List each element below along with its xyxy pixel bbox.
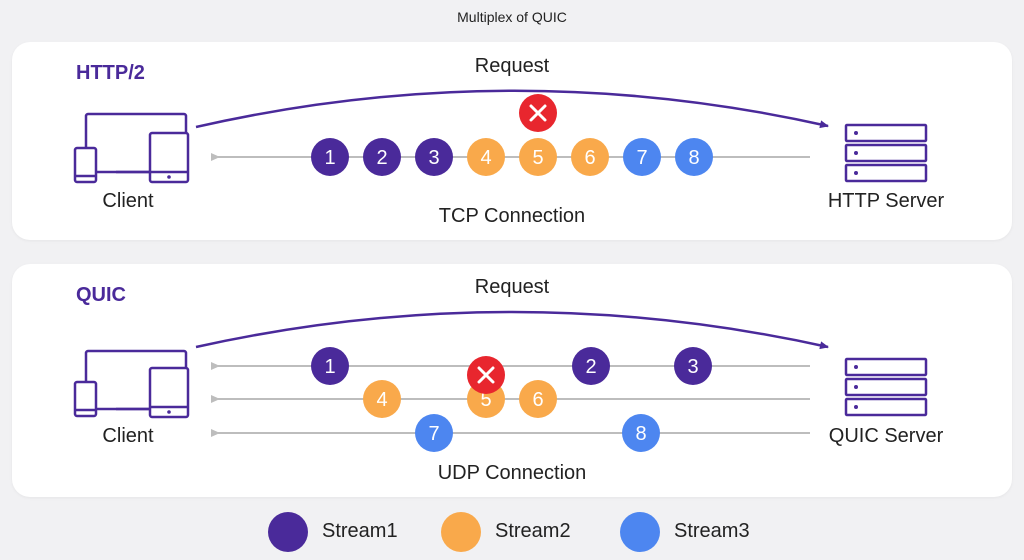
packet-circle xyxy=(571,138,609,176)
packet-label: 3 xyxy=(428,147,439,169)
http2-packet-lost-icon xyxy=(519,94,557,132)
legend-label: Stream2 xyxy=(495,520,571,542)
http2-packet: 2 xyxy=(363,138,401,176)
packet-circle xyxy=(467,138,505,176)
http2-packet: 4 xyxy=(467,138,505,176)
legend-label: Stream3 xyxy=(674,520,750,542)
packet-label: 8 xyxy=(635,423,646,445)
http2-title: HTTP/2 xyxy=(76,62,145,84)
legend: Stream1 Stream2 Stream3 xyxy=(0,510,1024,554)
http2-packet: 8 xyxy=(675,138,713,176)
packet-circle xyxy=(311,347,349,385)
packet-label: 5 xyxy=(532,147,543,169)
quic-title: QUIC xyxy=(76,284,126,306)
packet-circle xyxy=(622,414,660,452)
quic-packet: 6 xyxy=(519,380,557,418)
http2-request-arrow xyxy=(195,89,829,129)
packet-circle xyxy=(363,138,401,176)
quic-client-devices-icon xyxy=(73,349,190,419)
quic-packet: 8 xyxy=(622,414,660,452)
http2-server-icon xyxy=(844,123,928,183)
http2-packet: 1 xyxy=(311,138,349,176)
http2-client-label: Client xyxy=(102,190,154,212)
http2-client-devices-icon xyxy=(73,112,190,184)
legend-dot xyxy=(441,512,481,552)
quic-request-label: Request xyxy=(474,276,550,298)
quic-server-label: QUIC Server xyxy=(828,425,944,447)
quic-server-icon xyxy=(844,357,928,417)
quic-request-arrow xyxy=(195,310,829,350)
packet-label: 1 xyxy=(324,356,335,378)
quic-packet: 4 xyxy=(363,380,401,418)
packet-label: 2 xyxy=(376,147,387,169)
packet-label: 8 xyxy=(688,147,699,169)
quic-client-label: Client xyxy=(102,425,154,447)
tcp-connection-label: TCP Connection xyxy=(438,205,586,227)
packet-label: 6 xyxy=(532,389,543,411)
http2-server-label: HTTP Server xyxy=(827,190,945,212)
diagram-title: Multiplex of QUIC xyxy=(457,9,567,25)
packet-label: 7 xyxy=(428,423,439,445)
packet-circle xyxy=(415,138,453,176)
udp-connection-label: UDP Connection xyxy=(437,462,587,484)
http2-request-label: Request xyxy=(474,55,550,77)
http2-packet: 6 xyxy=(571,138,609,176)
packet-label: 4 xyxy=(480,147,491,169)
diagram-canvas: 1 2 3 4 5 6 7 8 1 2 3 xyxy=(73,89,928,452)
packet-circle xyxy=(311,138,349,176)
legend-dot xyxy=(268,512,308,552)
legend-label: Stream1 xyxy=(322,520,398,542)
packet-circle xyxy=(572,347,610,385)
quic-packet: 2 xyxy=(572,347,610,385)
packet-circle xyxy=(415,414,453,452)
packet-circle xyxy=(519,138,557,176)
legend-dot xyxy=(620,512,660,552)
quic-packet: 1 xyxy=(311,347,349,385)
packet-circle xyxy=(363,380,401,418)
packet-label: 4 xyxy=(376,389,387,411)
packet-label: 1 xyxy=(324,147,335,169)
packet-label: 3 xyxy=(687,356,698,378)
packet-circle xyxy=(675,138,713,176)
packet-label: 5 xyxy=(480,389,491,411)
http2-packet: 3 xyxy=(415,138,453,176)
packet-label: 2 xyxy=(585,356,596,378)
packet-circle xyxy=(519,380,557,418)
http2-packet: 5 xyxy=(519,138,557,176)
packet-label: 7 xyxy=(636,147,647,169)
packet-circle xyxy=(674,347,712,385)
packet-label: 6 xyxy=(584,147,595,169)
packet-circle xyxy=(623,138,661,176)
quic-packet: 7 xyxy=(415,414,453,452)
quic-packet: 3 xyxy=(674,347,712,385)
http2-packet: 7 xyxy=(623,138,661,176)
quic-packet-lost-icon xyxy=(467,356,505,394)
